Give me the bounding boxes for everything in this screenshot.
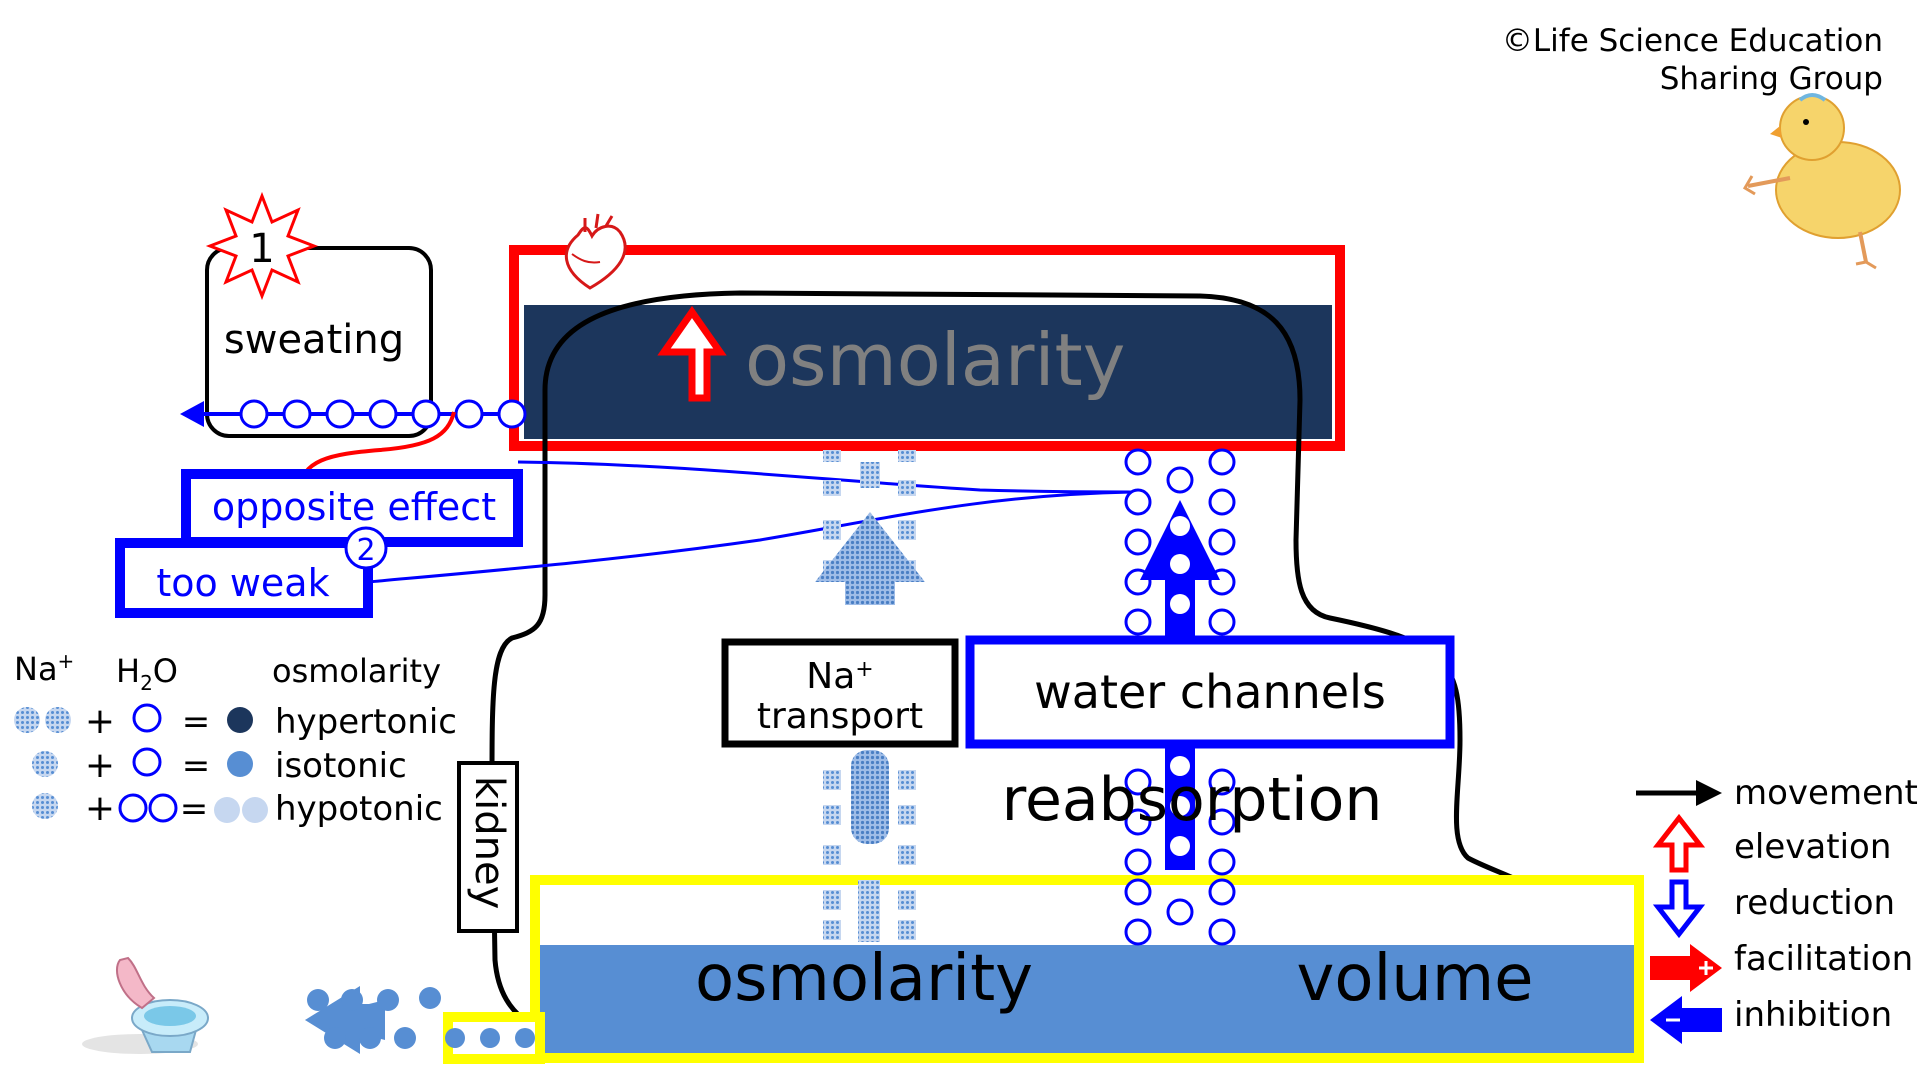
legend-plus-2: + [85,745,115,786]
legend-hypertonic: hypertonic [275,702,457,742]
urine-volume-label: volume [1296,942,1533,1016]
movement-arrow-icon [1696,780,1722,806]
too-weak-box [115,538,373,618]
legend-plus-3: + [85,788,115,829]
blood-osmolarity-band [524,305,1332,439]
legend-plus-1: + [85,701,115,742]
opposite-effect-label: opposite effect [212,485,496,529]
elevation-legend-icon [1652,813,1706,873]
step2-badge: 2 [356,533,375,568]
sweat-flow-arrow-icon [180,401,204,427]
na-transport-box [721,638,959,748]
legend-h2o: H2O [116,652,178,695]
kidney-label-box [457,761,519,933]
heart-icon [564,213,627,290]
urine-outflow-arrow-icon [305,986,385,1054]
na-transport-column [815,450,925,942]
water-channels-box [965,635,1455,749]
sweat-water-molecules [239,399,527,429]
legend-equals-1: = [182,702,211,742]
copyright-line1: ©Life Science Education [1502,23,1883,59]
legend-reduction: reduction [1734,883,1895,923]
legend-osmolarity: osmolarity [272,652,441,690]
kidney-label: kidney [466,776,512,909]
water-molecules-column [1124,448,1236,946]
feedback-line-lower [367,490,1133,584]
toilet-icon [82,956,209,1054]
legend-left: Na+ H2O osmolarity + = hypertonic + = is… [14,649,457,829]
na-transport-line2: transport [757,696,923,737]
legend-elevation: elevation [1734,827,1891,867]
blood-osmolarity-label: osmolarity [745,318,1125,402]
sweating-label: sweating [224,317,404,363]
copyright-line2: Sharing Group [1660,61,1883,97]
water-channel-molecules [1170,516,1190,856]
facilitation-legend-icon [1650,944,1722,992]
inhibition-legend-icon [1650,996,1722,1044]
chick-icon [1742,93,1901,270]
reduction-legend-icon [1652,879,1706,939]
legend-equals-3: = [180,789,209,829]
urine-band [540,945,1634,1053]
legend-movement: movement [1734,773,1918,813]
na-transport-line1: Na+ [806,656,873,697]
urine-osmolarity-label: osmolarity [695,942,1033,1016]
water-channels-label: water channels [1034,665,1386,719]
starburst-icon: 1 [205,191,319,301]
legend-equals-2: = [182,746,211,786]
legend-inhibition: inhibition [1734,995,1892,1035]
legend-na: Na+ [14,649,74,688]
step1-badge: 1 [249,226,274,272]
reabsorption-label: reabsorption [1002,765,1383,835]
legend-isotonic: isotonic [275,746,407,786]
na-transport-arrow-icon [815,512,925,605]
elevation-arrow-icon [657,305,727,402]
too-weak-label: too weak [156,561,329,605]
legend-hypotonic: hypotonic [275,789,443,829]
legend-right: movement elevation reduction facilitatio… [1636,773,1918,1044]
legend-facilitation: facilitation [1734,939,1913,979]
